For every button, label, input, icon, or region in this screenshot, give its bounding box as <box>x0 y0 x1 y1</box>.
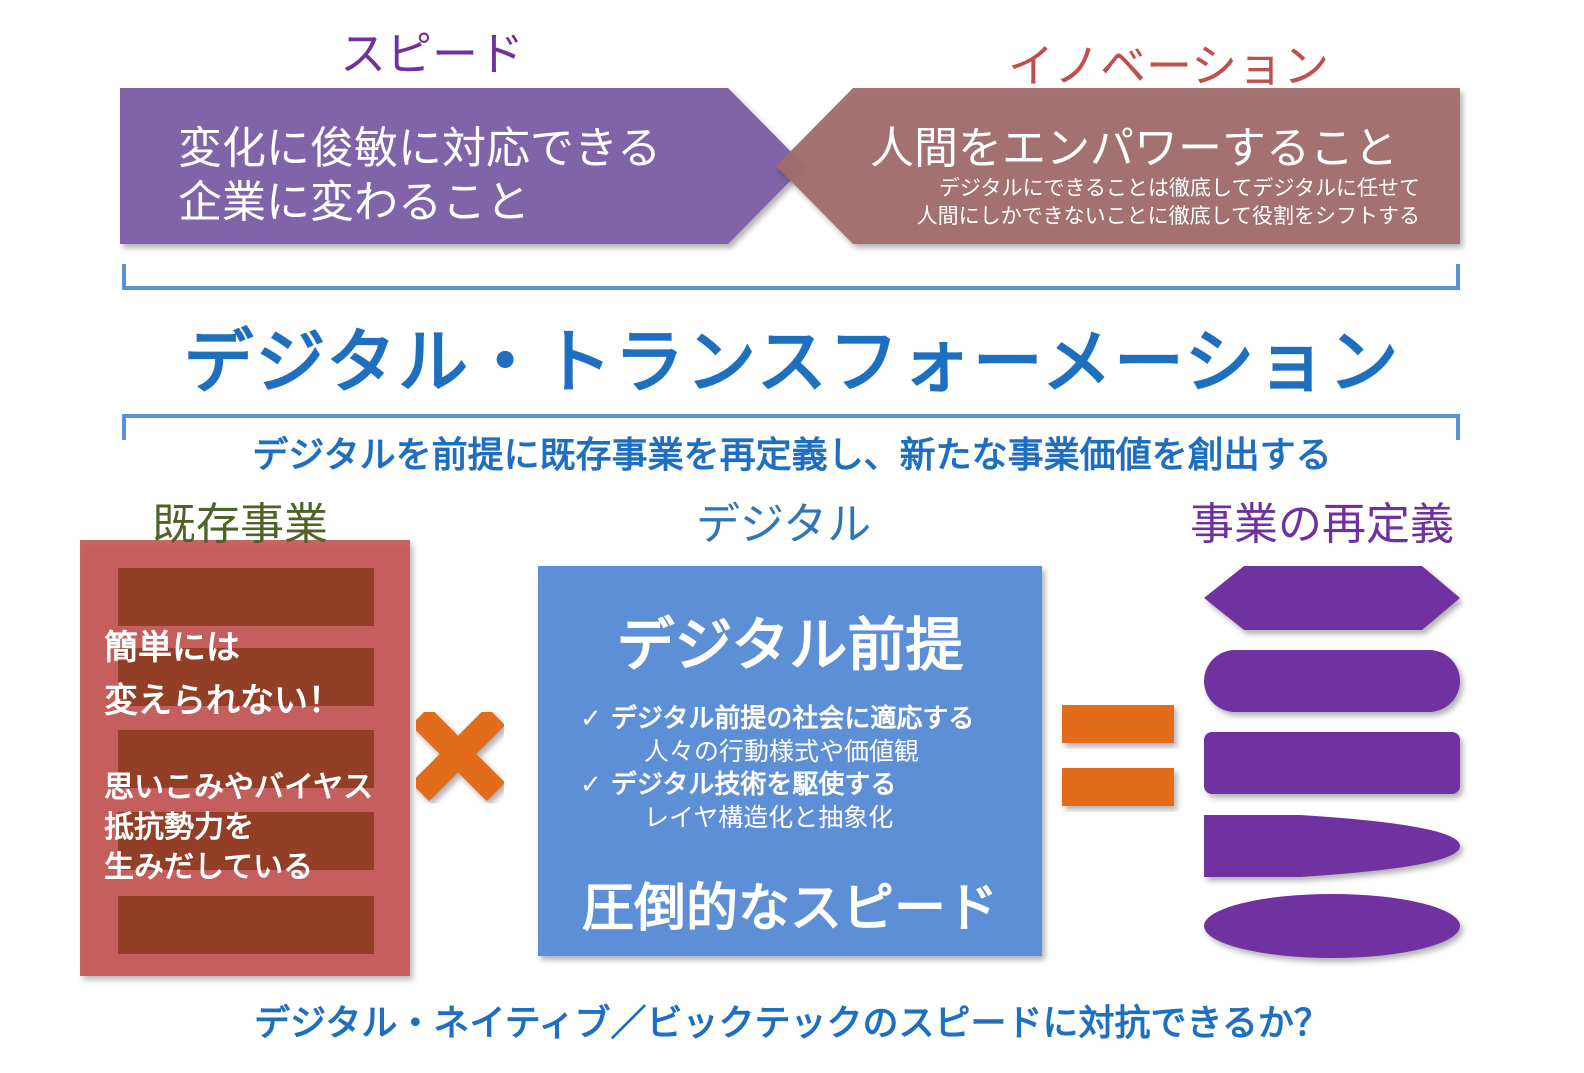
dx-title: デジタル・トランスフォーメーション <box>183 321 1401 403</box>
existing-block-5 <box>118 896 374 954</box>
redefine-hexagon <box>1204 566 1460 630</box>
innovation-sub-text-2: 人間にしかできないことに徹底して役割をシフトする <box>916 204 1420 228</box>
digital-footer: 圧倒的なスピード <box>581 879 998 939</box>
speed-label: スピード <box>340 27 524 81</box>
equals-bar-bottom <box>1062 768 1174 806</box>
existing-block-1 <box>118 568 374 626</box>
redefine-label: 事業の再定義 <box>1190 499 1454 550</box>
innovation-arrow <box>776 88 1460 244</box>
speed-arrow <box>120 88 805 244</box>
digital-bullet-2-sub: レイヤ構造化と抽象化 <box>644 803 894 832</box>
digital-heading: デジタル前提 <box>616 611 964 679</box>
existing-block-2 <box>118 648 374 706</box>
upper-bracket <box>122 264 1460 290</box>
existing-text-line3: 思いこみやバイヤス <box>104 770 374 805</box>
speed-text-line1: 変化に俊敏に対応できる <box>178 123 662 174</box>
equals-bar-top <box>1062 705 1174 743</box>
speed-text-line2: 企業に変わること <box>178 177 530 228</box>
digital-bullet-1-sub: 人々の行動様式や価値観 <box>644 737 920 766</box>
digital-bullet-2: ✓ デジタル技術を駆使する <box>580 770 897 800</box>
innovation-main-text: 人間をエンパワーすること <box>870 123 1398 174</box>
existing-text-line2: 変えられない！ <box>104 681 342 721</box>
existing-business-label: 既存事業 <box>152 499 328 550</box>
redefine-rounded-rect <box>1204 732 1460 794</box>
multiply-icon <box>410 706 506 802</box>
existing-text-line1: 簡単には <box>104 628 240 668</box>
existing-block-4 <box>118 812 374 870</box>
existing-text-line5: 生みだしている <box>104 850 314 885</box>
innovation-label: イノベーション <box>1008 39 1330 93</box>
redefine-ellipse <box>1204 894 1460 958</box>
existing-block-3 <box>118 730 374 788</box>
innovation-sub-text-1: デジタルにできることは徹底してデジタルに任せて <box>938 176 1420 200</box>
digital-panel <box>538 566 1042 956</box>
dx-subtitle: デジタルを前提に既存事業を再定義し、新たな事業価値を創出する <box>252 435 1332 476</box>
digital-label: デジタル <box>696 499 872 550</box>
existing-text-line4: 抵抗勢力を <box>104 810 254 845</box>
redefine-pill <box>1204 650 1460 712</box>
digital-bullet-1: ✓ デジタル前提の社会に適応する <box>580 704 975 734</box>
redefine-bullet-shape <box>1204 815 1460 877</box>
bottom-question: デジタル・ネイティブ／ビックテックのスピードに対抗できるか？ <box>254 1003 1330 1044</box>
lower-bracket <box>122 414 1460 440</box>
